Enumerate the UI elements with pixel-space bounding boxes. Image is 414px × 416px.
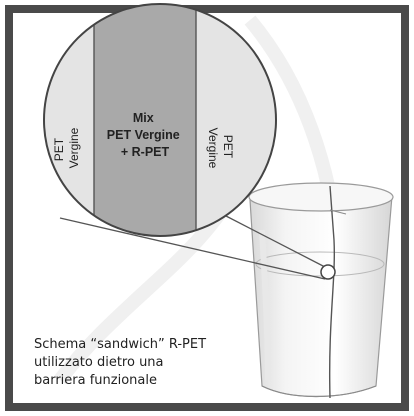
- zoom-lines: [59, 215, 326, 280]
- caption-line3: barriera funzionale: [34, 373, 157, 388]
- caption-line2: utilizzato dietro una: [34, 355, 164, 370]
- left-label-line1: PET: [52, 137, 66, 161]
- left-layer-label: PET Vergine: [52, 127, 81, 168]
- right-layer-label: PET Vergine: [206, 128, 235, 169]
- zoom-target-marker: [320, 264, 336, 280]
- right-label-line1: PET: [221, 135, 235, 159]
- middle-layer-label: Mix PET Vergine + R-PET: [107, 111, 183, 159]
- middle-layer: [94, 4, 196, 236]
- left-label-line2: Vergine: [67, 127, 81, 168]
- middle-label-line3: + R-PET: [121, 145, 170, 159]
- right-label-line2: Vergine: [206, 128, 220, 169]
- frame-border: [5, 5, 409, 411]
- diagram-caption: Schema “sandwich” R-PET utilizzato dietr…: [34, 336, 294, 390]
- caption-line1: Schema “sandwich” R-PET: [34, 337, 207, 352]
- middle-label-line1: Mix: [133, 111, 154, 125]
- cup-illustration: [248, 182, 394, 399]
- middle-label-line2: PET Vergine: [107, 128, 180, 142]
- magnified-circle-outline: [43, 3, 277, 237]
